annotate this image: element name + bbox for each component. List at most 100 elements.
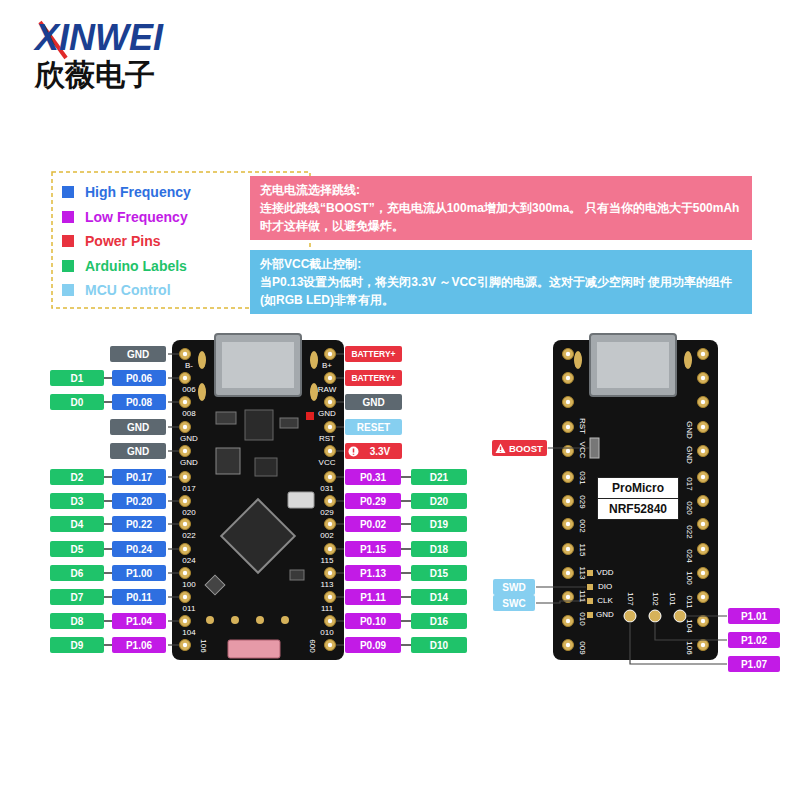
pin-hole [698,496,709,507]
silkscreen-label: 020 [685,501,693,514]
regulator [245,410,273,440]
silkscreen-label: 031 [320,485,333,493]
leader-lines [168,354,727,664]
silkscreen-label: 102 [651,592,659,605]
pin-hole [325,519,336,530]
pin-name: P0.02 [360,519,386,530]
pin-name: D18 [430,544,448,555]
pin-drill [328,499,332,503]
silkscreen-label: 024 [685,549,693,562]
pin-label: BOOST [492,440,547,456]
legend-text: Arduino Labels [85,258,187,274]
note-band: 外部VCC截止控制:当P0.13设置为低时，将关闭3.3V ～VCC引脚的电源。… [250,250,752,314]
leader-line [336,548,344,549]
pin-hole [563,472,574,483]
silkscreen-label: 111 [321,605,333,613]
silkscreen-label: 106 [685,641,693,654]
usb-shell [222,342,294,388]
pin-label: 3.3V [345,443,402,459]
pin-label: D14 [411,589,467,605]
warning-mark [500,446,501,452]
pin-hole [180,422,191,433]
pin-link [104,620,112,622]
pin-drill [566,352,570,356]
silkscreen-label: 029 [320,509,333,517]
pin-label: P0.31 [345,469,401,485]
pin-label: D3 [50,493,104,509]
pin-name: P0.24 [126,544,152,555]
silkscreen-label: 009 [309,639,317,652]
board-name-box: ProMicroNRF52840 [597,477,679,520]
legend-text: Low Frequency [85,209,188,225]
warning-triangle [496,443,506,453]
pin-drill [701,595,705,599]
pin-name: P1.07 [741,659,767,670]
silkscreen-label: 104 [685,619,693,632]
pin-drill [701,425,705,429]
silkscreen-label: 010 [320,629,333,637]
pin-hole [698,446,709,457]
pin-name: P0.17 [126,472,152,483]
pin-label: D2 [50,469,104,485]
pin-hole [180,568,191,579]
pin-label: D19 [411,516,467,532]
pin-name: P0.06 [126,373,152,384]
pin-drill [701,376,705,380]
gpio-pad [624,610,636,622]
silkscreen-label: 113 [321,581,334,589]
pin-drill [183,425,187,429]
leader-line [536,586,586,587]
pin-hole [698,519,709,530]
pin-drill [566,475,570,479]
gpio-pad [649,610,661,622]
silkscreen-label: 100 [685,571,693,584]
pin-hole [325,373,336,384]
mount-pad [310,383,318,401]
legend-entry: MCU Control [62,282,171,298]
pin-name: RESET [357,422,390,433]
pin-label: P1.13 [345,565,401,581]
brand-logo: XINWEI [35,20,163,56]
pin-name: D14 [430,592,448,603]
pin-hole [563,519,574,530]
silkscreen-label: VCC [319,459,336,467]
pin-name: D9 [71,640,84,651]
pin-label: D5 [50,541,104,557]
pin-drill [183,400,187,404]
pin-label: P0.11 [112,589,166,605]
pin-hole [698,616,709,627]
pin-label: P1.06 [112,637,166,653]
silkscreen-label: 011 [685,596,693,609]
pin-label: GND [345,394,402,410]
silkscreen-label: GND [180,459,198,467]
pin-label: D4 [50,516,104,532]
pin-link [104,401,112,403]
pcb [172,340,344,660]
pin-link [401,596,411,598]
pin-label: P1.02 [728,632,780,648]
note-body: 当P0.13设置为低时，将关闭3.3V ～VCC引脚的电源。这对于减少空闲时 使… [260,273,742,309]
pad [281,616,289,624]
front-board [172,334,344,660]
silkscreen-label: 006 [182,386,195,394]
silkscreen-label: GND [685,446,693,464]
pin-hole [325,616,336,627]
pin-name: P0.20 [126,496,152,507]
pin-name: GND [127,446,149,457]
silkscreen-label: 104 [182,629,195,637]
pin-holes [180,349,709,651]
pin-link [401,500,411,502]
component [205,575,225,595]
pin-label: P0.06 [112,370,166,386]
pin-link [104,548,112,550]
pin-drill [183,595,187,599]
pin-label: P0.09 [345,637,401,653]
pin-name: P0.31 [360,472,386,483]
usb-connector [215,334,301,396]
swd-pad [587,612,593,618]
silkscreen-label: 115 [578,544,586,557]
silkscreen-label: 009 [578,641,586,654]
pin-drill [328,643,332,647]
pin-drill [328,352,332,356]
pin-name: D2 [71,472,84,483]
